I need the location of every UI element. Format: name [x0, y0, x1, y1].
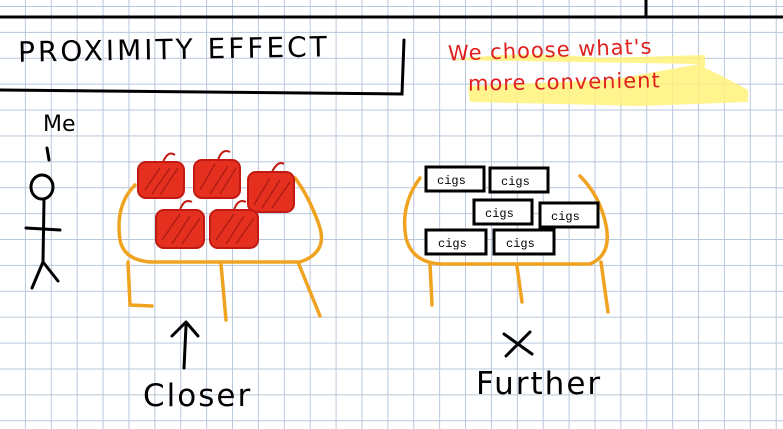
cig-box-label: cigs — [485, 207, 514, 221]
apple-3 — [247, 162, 295, 213]
cig-box-5 — [424, 228, 488, 256]
cig-box-4 — [538, 201, 600, 229]
cig-box-3 — [472, 198, 534, 226]
note-line-2: more convenient — [467, 68, 661, 96]
cig-box-label: cigs — [506, 237, 535, 251]
further-label: Further — [476, 366, 603, 402]
closer-label: Closer — [143, 378, 253, 414]
cig-box-label: cigs — [501, 175, 530, 189]
page-title: PROXIMITY EFFECT — [17, 30, 331, 69]
cig-labels: cigs cigs cigs cigs cigs cigs — [437, 174, 580, 251]
up-arrow — [170, 320, 200, 370]
cig-box-label: cigs — [438, 237, 467, 251]
apple-2 — [193, 150, 241, 199]
apple-scribble — [144, 163, 291, 245]
title-box — [0, 38, 406, 96]
cig-box-1 — [424, 165, 486, 193]
cig-box-2 — [488, 166, 550, 194]
me-label: Me — [43, 112, 76, 137]
stick-figure — [24, 146, 62, 290]
cig-box-6 — [492, 228, 556, 256]
note-highlight — [450, 54, 748, 106]
cig-box-label: cigs — [437, 174, 466, 188]
apple-4 — [155, 200, 205, 249]
apple-pile — [137, 150, 295, 249]
cig-box-label: cigs — [551, 210, 580, 224]
closer-table — [117, 176, 324, 322]
further-table — [402, 174, 610, 314]
apple-5 — [209, 200, 259, 249]
x-mark — [502, 330, 534, 358]
cig-pile — [424, 165, 600, 256]
apple-1 — [137, 152, 185, 199]
